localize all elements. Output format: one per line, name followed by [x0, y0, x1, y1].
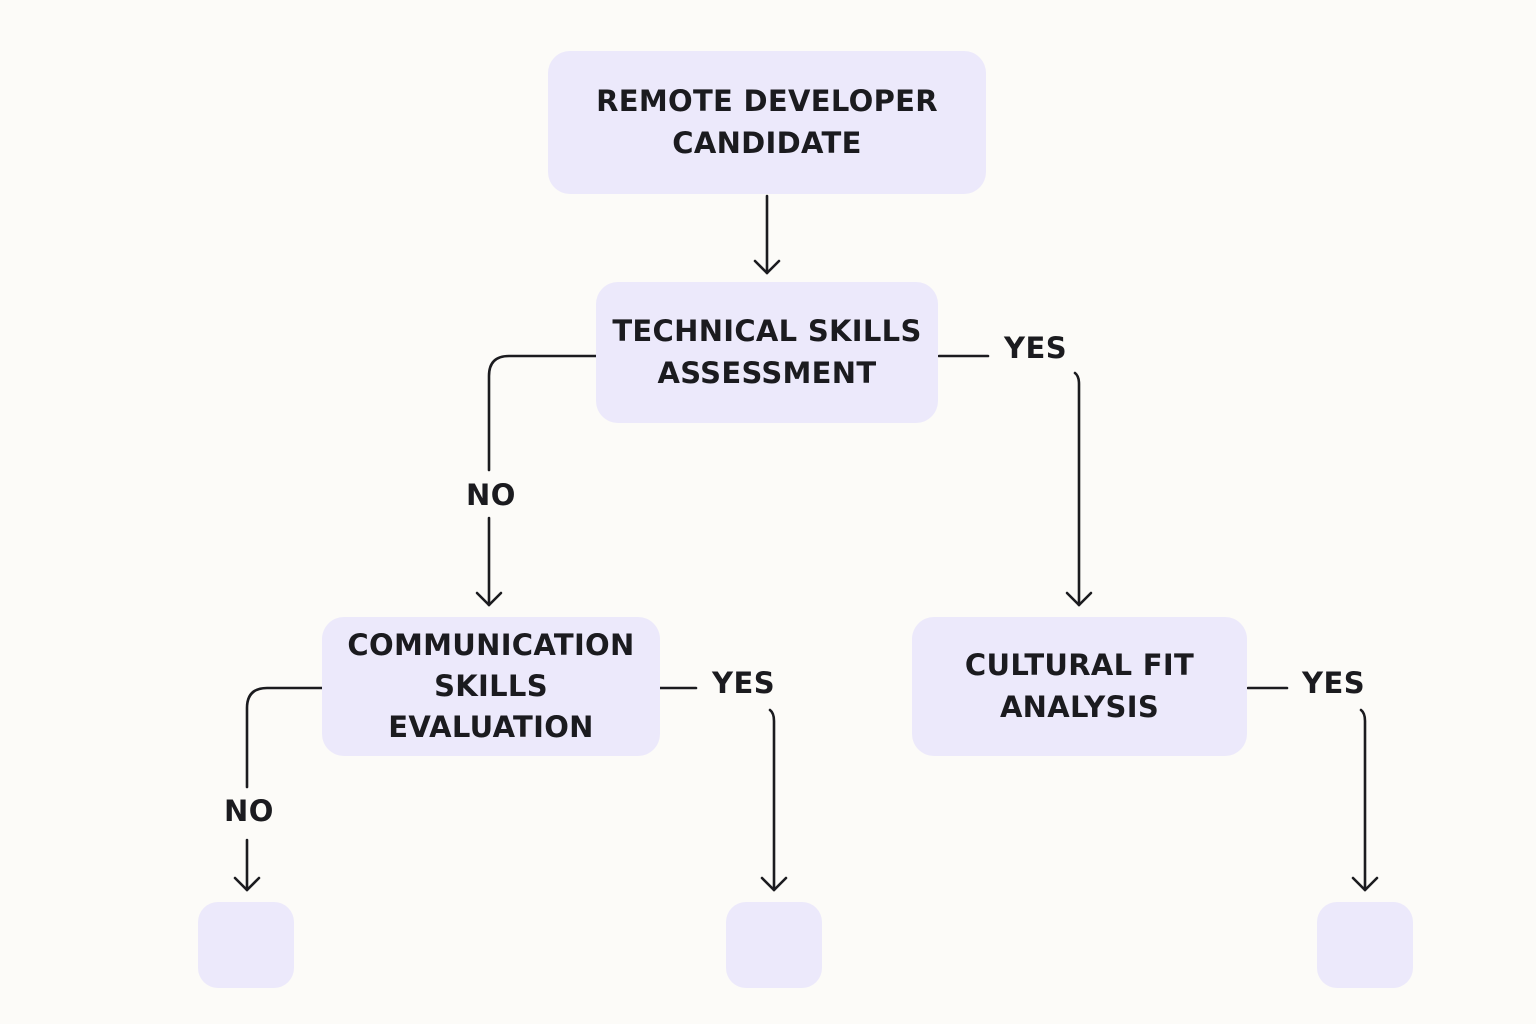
arrowhead-technical — [753, 259, 781, 275]
edge-label-communication-no: NO — [224, 794, 274, 828]
edge-label-cultural-yes: YES — [1302, 666, 1366, 700]
edge-label-technical-no: NO — [466, 478, 516, 512]
arrowhead-leaf-communication-yes — [760, 876, 788, 892]
connector-communication-yes-down — [768, 708, 776, 892]
leaf-node-cultural-yes — [1317, 902, 1413, 988]
arrowhead-leaf-no — [233, 876, 261, 892]
connector-technical-yes-down — [1073, 371, 1081, 607]
node-technical-skills-assessment: TECHNICAL SKILLS ASSESSMENT — [596, 282, 938, 423]
edge-label-communication-yes: YES — [712, 666, 776, 700]
leaf-node-communication-yes — [726, 902, 822, 988]
arrowhead-communication — [475, 591, 503, 607]
arrowhead-cultural — [1065, 591, 1093, 607]
node-communication-skills-evaluation: COMMUNICATION SKILLS EVALUATION — [322, 617, 660, 756]
leaf-node-communication-no — [198, 902, 294, 988]
connector-communication-no-top — [245, 686, 324, 789]
node-cultural-fit-analysis: CULTURAL FIT ANALYSIS — [912, 617, 1247, 756]
arrowhead-leaf-cultural-yes — [1351, 876, 1379, 892]
node-remote-developer-candidate: REMOTE DEVELOPER CANDIDATE — [548, 51, 986, 194]
connector-cultural-yes-down — [1359, 708, 1367, 892]
connector-technical-no-top — [487, 354, 598, 472]
edge-label-technical-yes: YES — [1004, 331, 1068, 365]
